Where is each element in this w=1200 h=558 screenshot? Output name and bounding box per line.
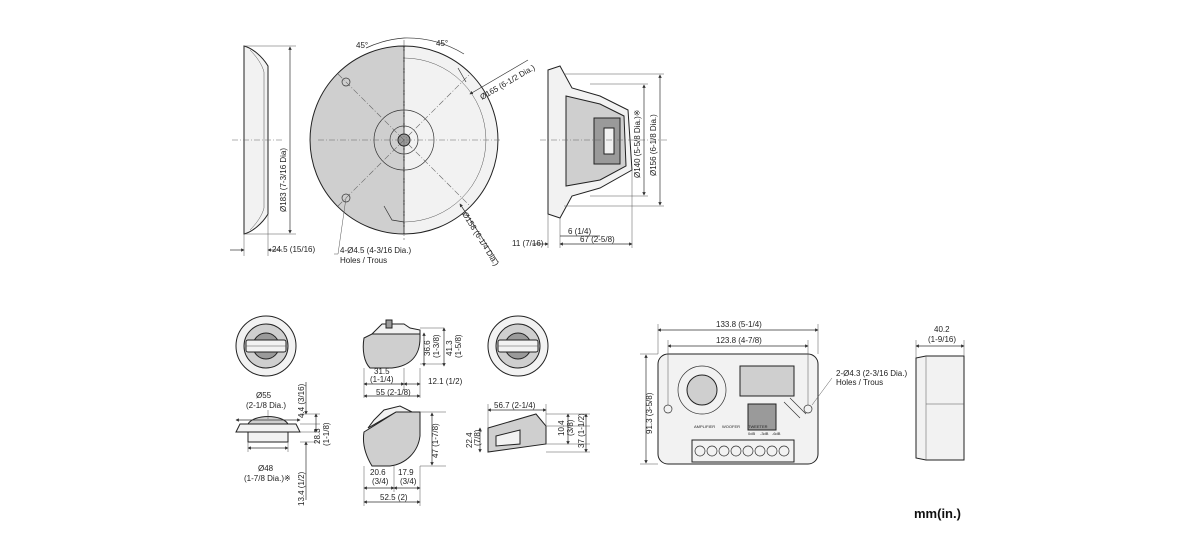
dim-tweeter-55: Ø55 xyxy=(256,391,272,400)
dim-tweeter-41-3: 41.3 xyxy=(445,340,454,356)
tweeter-surface-upper: 36.6 (1-3/8) 41.3 (1-5/8) 31.5 (1-1/4) 1… xyxy=(362,319,463,398)
dim-tweeter-20-6-in: (3/4) xyxy=(372,477,389,486)
dim-crossover-133-8: 133.8 (5-1/4) xyxy=(716,320,762,329)
dim-tweeter-20-6: 20.6 xyxy=(370,468,386,477)
woofer-side-profile: Ø183 (7-3/16 Dia) 24.5 (15/16) xyxy=(230,45,315,256)
dim-tweeter-22-4: 22.4 xyxy=(465,432,474,448)
dim-tweeter-41-3-in: (1-5/8) xyxy=(454,334,463,358)
dim-tweeter-10-4: 10.4 xyxy=(557,420,566,436)
label-woofer-holes-trous: Holes / Trous xyxy=(340,256,387,265)
dim-tweeter-10-4-in: (3/8) xyxy=(566,419,575,436)
dim-tweeter-36-6: 36.6 xyxy=(423,340,432,356)
dim-woofer-158: Ø158 (6-1/4 Dia.) xyxy=(460,210,501,267)
dim-tweeter-55-in: (2-1/8 Dia.) xyxy=(246,401,286,410)
dim-crossover-91-3: 91.3 (3-5/8) xyxy=(645,392,654,434)
label-woofer-holes: 4-Ø4.5 (4-3/16 Dia.) xyxy=(340,246,411,255)
dim-crossover-40-2-in: (1-9/16) xyxy=(928,335,956,344)
dim-tweeter-31-5: 31.5 xyxy=(374,367,390,376)
label-woofer: WOOFER xyxy=(722,424,740,429)
label-crossover-holes-trous: Holes / Trous xyxy=(836,378,883,387)
dim-tweeter-31-5-in: (1-1/4) xyxy=(370,375,394,384)
dim-crossover-123-8: 123.8 (4-7/8) xyxy=(716,336,762,345)
dim-tweeter-55-side: 55 (2-1/8) xyxy=(376,388,411,397)
dim-tweeter-28-3: 28.3 xyxy=(313,428,322,444)
dim-tweeter-13-4: 13.4 (1/2) xyxy=(297,471,306,506)
dim-tweeter-37: 37 (1-1/2) xyxy=(577,413,586,448)
label-0db: 0dB xyxy=(748,431,755,436)
tweeter-front-view xyxy=(235,315,297,377)
dim-woofer-angle-right: 45° xyxy=(436,39,448,48)
dim-tweeter-48-in: (1-7/8 Dia.)※ xyxy=(244,474,291,483)
woofer-side-section: Ø140 (5-5/8 Dia.)※ Ø156 (6-1/8 Dia.) 6 (… xyxy=(512,65,668,248)
crossover-side-view: 40.2 (1-9/16) xyxy=(915,325,965,461)
dim-tweeter-17-9: 17.9 xyxy=(398,468,414,477)
dim-woofer-flange-depth: 24.5 (15/16) xyxy=(272,245,315,254)
label-tweeter: TWEETER xyxy=(748,424,768,429)
label-amplifier: AMPLIFIER xyxy=(694,424,715,429)
woofer-front-view: 45° 45° Ø165 (6-1/2 Dia.) Ø158 (6-1/4 Di… xyxy=(309,37,537,268)
dim-tweeter-52-5: 52.5 (2) xyxy=(380,493,408,502)
label-crossover-holes: 2-Ø4.3 (2-3/16 Dia.) xyxy=(836,369,907,378)
dim-tweeter-17-9-in: (3/4) xyxy=(400,477,417,486)
dim-woofer-6: 6 (1/4) xyxy=(568,227,591,236)
dim-tweeter-36-6-in: (1-3/8) xyxy=(432,334,441,358)
dim-tweeter-47: 47 (1-7/8) xyxy=(431,423,440,458)
tweeter-front-view-2 xyxy=(487,315,549,377)
dim-crossover-40-2: 40.2 xyxy=(934,325,950,334)
dim-tweeter-4-4: 4.4 (3/16) xyxy=(297,383,306,418)
dim-woofer-11: 11 (7/16) xyxy=(512,239,544,248)
crossover-front-view: AMPLIFIER WOOFER TWEETER 0dB -3dB -6dB 1… xyxy=(640,320,907,465)
units-label: mm(in.) xyxy=(914,506,961,521)
tweeter-angle-mount: 56.7 (2-1/4) 22.4 (7/8) 10.4 (3/8) 37 (1… xyxy=(465,401,590,453)
dim-woofer-67: 67 (2-5/8) xyxy=(580,235,615,244)
dim-tweeter-56-7: 56.7 (2-1/4) xyxy=(494,401,536,410)
dim-tweeter-22-4-in: (7/8) xyxy=(473,429,482,446)
label-3db: -3dB xyxy=(760,431,769,436)
tweeter-flush-side: Ø55 (2-1/8 Dia.) Ø48 (1-7/8 Dia.)※ 4.4 (… xyxy=(235,382,331,506)
dim-woofer-165: Ø165 (6-1/2 Dia.) xyxy=(479,63,537,102)
label-6db: -6dB xyxy=(772,431,781,436)
dim-tweeter-28-3-in: (1-1/8) xyxy=(322,422,331,446)
tweeter-surface-lower: 47 (1-7/8) 20.6 (3/4) 17.9 (3/4) 52.5 (2… xyxy=(363,405,446,506)
dim-tweeter-12-1: 12.1 (1/2) xyxy=(428,377,463,386)
dim-woofer-outer-dia: Ø183 (7-3/16 Dia) xyxy=(279,148,288,212)
dim-woofer-angle-left: 45° xyxy=(356,41,368,50)
dim-woofer-140: Ø140 (5-5/8 Dia.)※ xyxy=(633,109,642,178)
dim-tweeter-48: Ø48 xyxy=(258,464,274,473)
dim-woofer-156: Ø156 (6-1/8 Dia.) xyxy=(649,114,658,176)
